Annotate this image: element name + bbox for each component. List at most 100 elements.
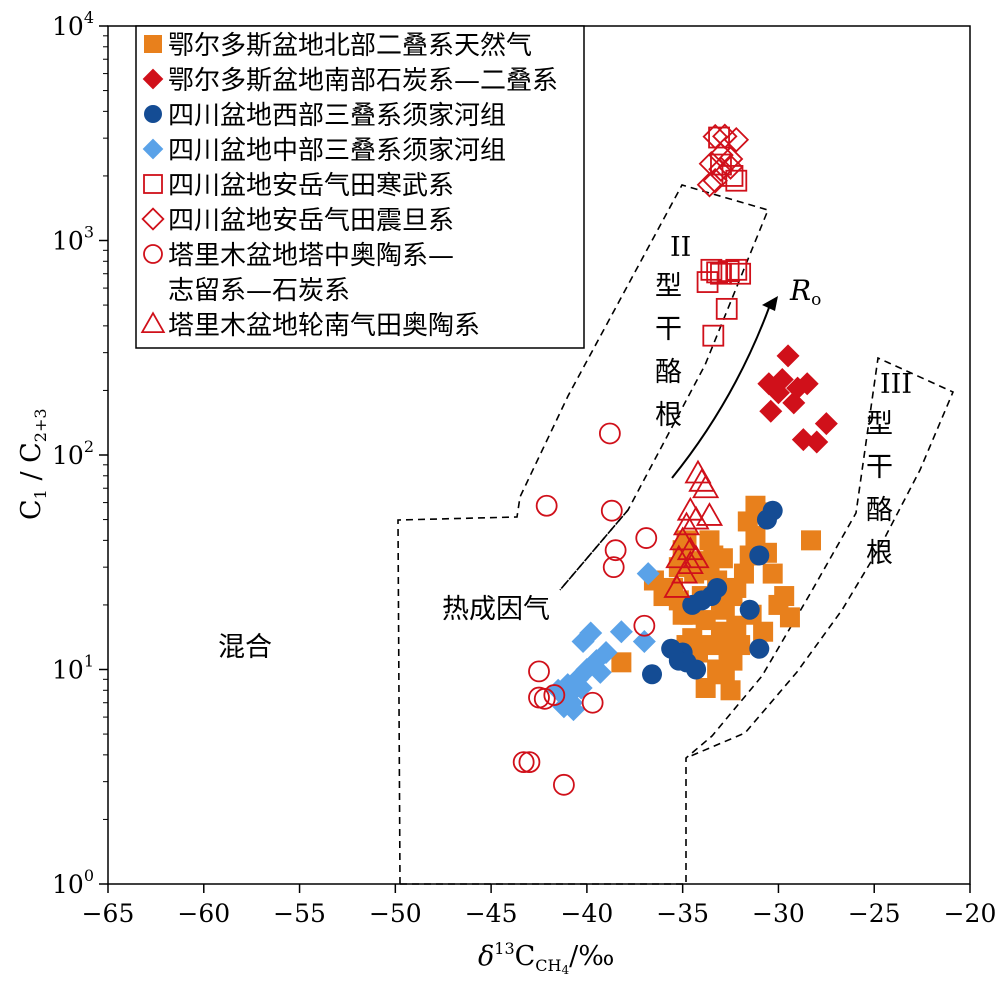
legend-label: 鄂尔多斯盆地北部二叠系天然气	[168, 31, 532, 61]
data-point	[609, 620, 633, 644]
y-tick-label: 102	[52, 437, 94, 470]
series	[663, 459, 724, 598]
x-tick-label: −35	[656, 899, 709, 928]
data-point	[717, 260, 740, 283]
thermogenic-boundary	[397, 184, 770, 885]
x-tick-label: −20	[944, 899, 997, 928]
data-point	[770, 367, 794, 391]
data-point	[533, 687, 556, 710]
data-point	[739, 599, 760, 620]
x-axis: −65−60−55−50−45−40−35−30−25−20	[82, 884, 997, 928]
kerogen-char: 干	[866, 452, 893, 483]
data-point	[756, 509, 777, 530]
series	[512, 422, 658, 796]
kerogen-char: 型	[866, 409, 893, 440]
data-point	[518, 751, 541, 774]
x-tick-label: −45	[465, 899, 518, 928]
legend-marker	[140, 311, 166, 334]
data-point	[762, 563, 783, 584]
data-point	[779, 607, 800, 628]
y-tick-label: 101	[52, 652, 94, 685]
data-point	[553, 773, 575, 796]
data-point	[535, 494, 558, 517]
data-point	[671, 559, 699, 584]
legend-label: 四川盆地安岳气田寒武系	[168, 171, 454, 201]
y-tick-label: 103	[52, 223, 94, 256]
x-tick-label: −65	[82, 899, 135, 928]
type2-roman: II	[670, 232, 691, 263]
legend-label-cont: 志留系—石炭系	[168, 276, 350, 306]
x-tick-label: −40	[561, 899, 614, 928]
data-point	[695, 677, 716, 698]
data-point	[633, 614, 656, 637]
kerogen-char: 酪	[866, 495, 893, 526]
data-point	[749, 638, 770, 659]
thermogenic-label: 热成因气	[442, 594, 550, 625]
data-point	[588, 660, 612, 684]
data-point	[776, 344, 800, 368]
data-points	[512, 123, 838, 796]
data-point	[661, 638, 682, 659]
legend-marker	[143, 244, 163, 264]
data-point	[528, 660, 550, 683]
x-tick-label: −50	[369, 899, 422, 928]
data-point	[676, 536, 704, 561]
data-point	[749, 545, 770, 566]
data-point	[632, 630, 656, 654]
legend-label: 四川盆地中部三叠系须家河组	[168, 136, 506, 166]
data-point	[600, 499, 623, 522]
data-point	[604, 539, 627, 562]
data-point	[552, 695, 576, 719]
data-point	[512, 751, 535, 774]
series	[611, 495, 822, 701]
data-point	[726, 577, 747, 598]
y-axis-title: C1 / C2+3	[16, 408, 50, 520]
data-point	[723, 126, 750, 153]
x-tick-label: −55	[273, 899, 326, 928]
data-point	[745, 495, 766, 516]
series	[757, 344, 838, 454]
data-point	[695, 610, 716, 631]
x-tick-label: −30	[752, 899, 805, 928]
data-point	[695, 502, 724, 526]
data-point	[696, 171, 723, 198]
data-point	[805, 430, 829, 454]
data-point	[682, 544, 710, 569]
kerogen-char: 根	[655, 400, 682, 431]
data-point	[699, 530, 720, 551]
data-point	[712, 548, 733, 569]
data-point	[725, 258, 748, 281]
data-point	[726, 615, 747, 636]
data-point	[686, 659, 707, 680]
data-point	[556, 673, 580, 697]
data-point	[737, 511, 758, 532]
data-point	[581, 691, 604, 714]
legend-marker	[141, 207, 165, 231]
data-point	[753, 621, 774, 642]
type3-roman: III	[880, 369, 912, 400]
data-point	[571, 630, 595, 654]
legend-marker	[144, 35, 162, 53]
data-point	[598, 422, 621, 445]
data-point	[759, 399, 783, 423]
data-point	[708, 156, 734, 182]
legend: 鄂尔多斯盆地北部二叠系天然气鄂尔多斯盆地南部石炭系—二叠系四川盆地西部三叠系须家…	[140, 31, 558, 341]
y-tick-label: 100	[52, 866, 94, 899]
data-point	[611, 652, 632, 673]
legend-box	[135, 25, 585, 349]
ro-arrow	[671, 304, 771, 479]
data-point	[801, 530, 822, 551]
data-point	[786, 376, 810, 400]
data-point	[665, 544, 693, 569]
data-point	[543, 684, 566, 706]
data-point	[702, 123, 729, 150]
data-point	[720, 680, 741, 701]
type2-kerogen-right	[559, 509, 629, 591]
kerogen-char: 型	[655, 271, 682, 302]
mixed-label: 混合	[218, 632, 272, 663]
data-point	[594, 641, 618, 665]
